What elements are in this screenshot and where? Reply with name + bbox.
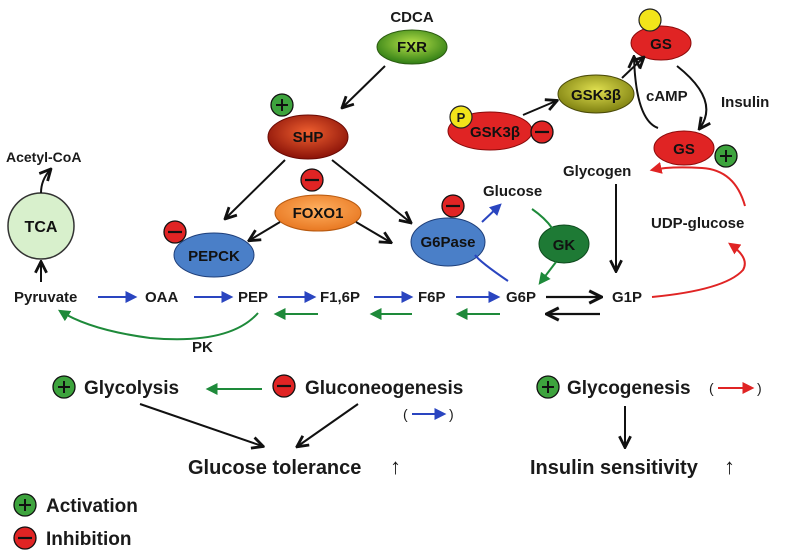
gluconeogenesis-inhibition-icon	[272, 374, 296, 398]
glycogenesis-key-close-paren: )	[757, 380, 762, 396]
svg-text:G6Pase: G6Pase	[420, 234, 475, 251]
svg-text:PEPCK: PEPCK	[188, 248, 240, 265]
svg-text:GSK3β: GSK3β	[470, 124, 520, 141]
gluconeogenesis-key-close-paren: )	[449, 406, 454, 422]
fxr-to-shp-arrow	[343, 65, 386, 107]
g1p-label: G1P	[612, 289, 642, 306]
cdca-label: CDCA	[390, 9, 433, 26]
gk-to-g6p-arrow	[538, 261, 557, 285]
phospho-badge: P	[449, 105, 473, 129]
gs-mid-node: GS	[653, 130, 715, 166]
svg-text:GSK3β: GSK3β	[571, 87, 621, 104]
acetyl-coa-label: Acetyl-CoA	[6, 149, 81, 165]
f6p-label: F6P	[418, 289, 446, 306]
pepck-node: PEPCK	[173, 232, 255, 278]
gluconeogenesis-key-open-paren: (	[403, 406, 408, 422]
svg-text:SHP: SHP	[293, 129, 324, 146]
glucose-tolerance-label: Glucose tolerance	[188, 457, 361, 479]
insulin-sensitivity-up-arrow: ↑	[724, 454, 735, 479]
g6pase-node: G6Pase	[410, 217, 486, 267]
insulin-label: Insulin	[721, 94, 769, 111]
shp-to-pepck-arrow	[226, 159, 286, 218]
fxr-node: FXR	[376, 29, 448, 65]
gs-active-marker	[638, 8, 662, 32]
foxo1-node: FOXO1	[274, 194, 362, 232]
shp-activation-icon	[270, 93, 294, 117]
foxo1-to-g6pase-arrow	[355, 221, 390, 242]
gk-node: GK	[538, 224, 590, 264]
g6p-to-glucose-arrow	[474, 254, 509, 282]
shp-to-g6pase-arrow	[331, 159, 410, 222]
pepck-inhibition-icon	[163, 220, 187, 244]
camp-label: cAMP	[646, 88, 688, 105]
svg-text:FXR: FXR	[397, 39, 427, 56]
glucose-tolerance-up-arrow: ↑	[390, 454, 401, 479]
f16p-label: F1,6P	[320, 289, 360, 306]
glycogen-label: Glycogen	[563, 163, 631, 180]
foxo1-inhibition-icon	[300, 168, 324, 192]
pk-label: PK	[192, 339, 213, 356]
g6pase-inhibition-icon	[441, 194, 465, 218]
oaa-label: OAA	[145, 289, 179, 306]
insulin-sensitivity-label: Insulin sensitivity	[530, 457, 699, 479]
glycolysis-activation-icon	[52, 375, 76, 399]
shp-node: SHP	[267, 114, 349, 160]
udp-glucose-label: UDP-glucose	[651, 215, 744, 232]
glucose-to-gk-arrow	[531, 208, 553, 229]
svg-text:GS: GS	[673, 141, 695, 158]
gsk3b-to-gs-arrow	[621, 58, 643, 79]
g1p-to-udp-glucose-arrow	[651, 242, 746, 298]
legend-activation-icon	[13, 493, 37, 517]
glycogenesis-activation-icon	[536, 375, 560, 399]
svg-text:TCA: TCA	[25, 219, 58, 236]
foxo1-to-pepck-arrow	[250, 221, 281, 240]
pyruvate-label: Pyruvate	[14, 289, 77, 306]
gs-top-node: GS	[630, 25, 692, 61]
g6p-label: G6P	[506, 289, 536, 306]
gsk3b-inhibition-icon	[530, 120, 554, 144]
legend-inhibition-label: Inhibition	[46, 529, 131, 550]
legend-activation-label: Activation	[46, 496, 138, 517]
gs-insulin-arrow	[676, 65, 706, 128]
glycogenesis-label: Glycogenesis	[567, 378, 691, 399]
svg-text:FOXO1: FOXO1	[293, 205, 344, 222]
glycolysis-to-tolerance-arrow	[139, 403, 262, 446]
glycolysis-label: Glycolysis	[84, 378, 179, 399]
udp-glucose-to-glycogen-arrow	[649, 162, 746, 207]
tca-to-acetylcoa-arrow	[41, 170, 50, 194]
gsk3b-phospho-arrow	[522, 101, 556, 116]
g6pase-to-glucose-arrow	[481, 203, 502, 223]
gsk3b-node: GSK3β	[557, 74, 635, 114]
gluconeogenesis-label: Gluconeogenesis	[305, 378, 463, 399]
gluconeogenesis-to-tolerance-arrow	[298, 403, 359, 446]
pep-label: PEP	[238, 289, 268, 306]
legend-inhibition-icon	[13, 526, 37, 550]
svg-text:GS: GS	[650, 36, 672, 53]
tca-node: TCA	[7, 192, 75, 260]
svg-text:P: P	[457, 110, 466, 125]
gs-activation-icon	[714, 144, 738, 168]
glucose-label: Glucose	[483, 183, 542, 200]
pep-to-pyruvate-arrow	[57, 309, 259, 341]
gs-camp-arrow	[634, 58, 659, 129]
svg-text:GK: GK	[553, 237, 576, 254]
glycogenesis-key-open-paren: (	[709, 380, 714, 396]
